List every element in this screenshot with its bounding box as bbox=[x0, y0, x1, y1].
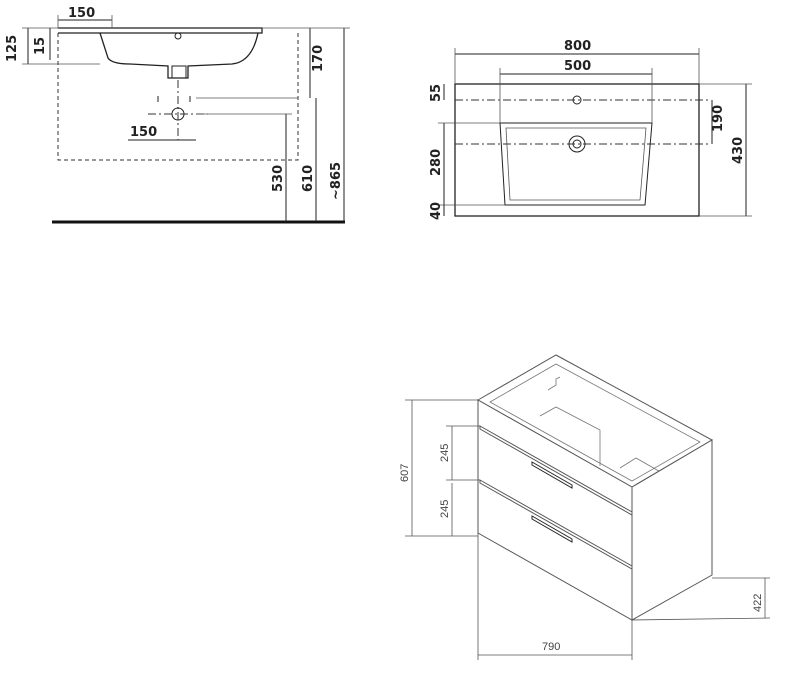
cabinet-side bbox=[631, 439, 713, 621]
dim-865-label: ~865 bbox=[329, 162, 344, 200]
drawer-gap-upper bbox=[479, 425, 633, 516]
basin-rim bbox=[58, 27, 263, 34]
tap-hole bbox=[174, 32, 182, 40]
siphon-pipe bbox=[171, 107, 185, 121]
dim-430-label: 430 bbox=[731, 137, 746, 164]
dim-800-label: 800 bbox=[564, 39, 591, 54]
dim-125-label: 125 bbox=[5, 35, 20, 62]
cabinet-view: 607 245 245 790 422 bbox=[399, 354, 771, 660]
dim-190-label: 190 bbox=[711, 105, 726, 132]
drawer-handle-lower bbox=[531, 515, 573, 543]
dim-150-top-label: 150 bbox=[68, 6, 95, 21]
drawer-divider bbox=[539, 406, 601, 466]
dim-245-lower-label: 245 bbox=[439, 500, 451, 518]
cabinet-top-inner bbox=[489, 363, 701, 482]
dim-530-label: 530 bbox=[271, 165, 286, 192]
dim-500-label: 500 bbox=[564, 59, 591, 74]
dim-40-label: 40 bbox=[429, 202, 444, 220]
dim-610-label: 610 bbox=[301, 165, 316, 192]
dim-15-label: 15 bbox=[33, 37, 48, 55]
cabinet-outline bbox=[57, 33, 299, 161]
dim-422-label: 422 bbox=[752, 594, 764, 612]
ext-line bbox=[631, 617, 771, 621]
drawer-handle-upper bbox=[531, 461, 573, 489]
bowl-outline bbox=[499, 122, 653, 206]
drain-outlet bbox=[171, 65, 187, 79]
dim-55-label: 55 bbox=[429, 84, 444, 102]
wall-bracket bbox=[547, 376, 561, 391]
dim-280-label: 280 bbox=[429, 149, 444, 176]
basin-bowl bbox=[99, 32, 259, 79]
dim-607-label: 607 bbox=[399, 464, 411, 482]
dim-245-upper-label: 245 bbox=[439, 444, 451, 462]
top-view: 800 500 55 280 40 190 430 bbox=[429, 39, 752, 220]
bowl-inner bbox=[505, 127, 647, 201]
basin-outline bbox=[454, 83, 700, 217]
dim-790-label: 790 bbox=[542, 641, 560, 653]
dim-150-bottom-label: 150 bbox=[130, 125, 157, 140]
drawer-divider-right bbox=[619, 457, 665, 475]
side-view: 150 125 15 170 150 530 610 ~865 bbox=[5, 6, 350, 224]
dim-170-label: 170 bbox=[311, 45, 326, 72]
drawer-gap-lower bbox=[479, 479, 633, 570]
